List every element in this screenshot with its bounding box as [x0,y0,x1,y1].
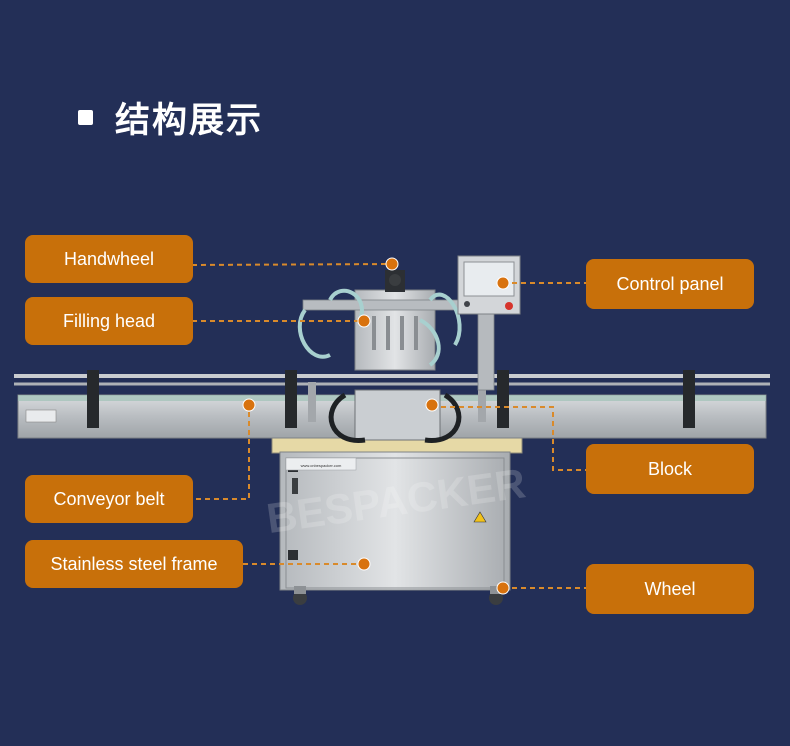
block-marker [425,398,439,412]
title-text: 结构展示 [115,101,264,141]
label-wheel: Wheel [586,564,754,614]
label-filling-head: Filling head [25,297,193,345]
frame-marker [357,557,371,571]
filling-head-assembly [297,270,486,443]
control-panel-marker [496,276,510,290]
section-title: 结构展示 [78,92,263,143]
label-handwheel: Handwheel [25,235,193,283]
label-conveyor-belt: Conveyor belt [25,475,193,523]
handwheel-marker [385,257,399,271]
label-control-panel: Control panel [586,259,754,309]
label-stainless-steel-frame: Stainless steel frame [25,540,243,588]
stainless-steel-frame: www.cnbespacker.com [271,436,523,605]
wheel-marker [496,581,510,595]
leader-lines [191,263,586,589]
label-block: Block [586,444,754,494]
filling-head-marker [357,314,371,328]
control-panel-device [457,255,521,391]
conveyor-belt-marker [242,398,256,412]
brand-plate: www.cnbespacker.com [301,463,342,468]
title-bullet-icon [78,110,93,125]
